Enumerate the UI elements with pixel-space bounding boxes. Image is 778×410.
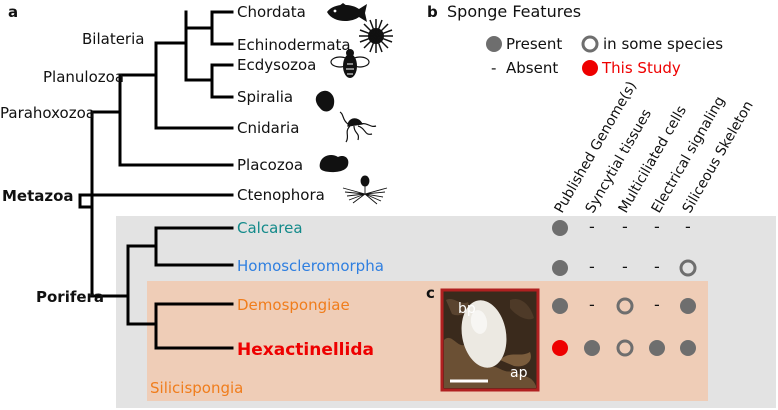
panel-b-label: b <box>427 3 438 21</box>
feature-cell-demospongiae-2-some <box>616 297 634 315</box>
taxon-demospongiae: Demospongiae <box>237 296 350 314</box>
taxon-cnidaria: Cnidaria <box>237 119 299 137</box>
legend-this-study-marker <box>582 60 598 76</box>
clade-silicispongia: Silicispongia <box>150 379 243 397</box>
feature-cell-calcarea-2-absent: - <box>622 217 628 236</box>
legend-present-label: Present <box>506 35 562 53</box>
taxon-spiralia: Spiralia <box>237 88 293 106</box>
panel-a-label: a <box>8 3 18 21</box>
feature-cell-calcarea-1-absent: - <box>589 217 595 236</box>
feature-cell-demospongiae-1-absent: - <box>589 295 595 314</box>
legend-some-species-marker <box>581 35 599 53</box>
taxon-placozoa: Placozoa <box>237 156 303 174</box>
feature-cell-calcarea-0-present <box>552 220 568 236</box>
legend-title: Sponge Features <box>447 2 581 21</box>
legend-absent-label: Absent <box>506 59 558 77</box>
taxon-calcarea: Calcarea <box>237 219 303 237</box>
feature-cell-homoscleromorpha-2-absent: - <box>622 257 628 276</box>
feature-cell-homoscleromorpha-1-absent: - <box>589 257 595 276</box>
legend: Sponge Features Present in some species … <box>447 2 723 77</box>
taxon-hexactinellida: Hexactinellida <box>237 340 374 360</box>
specimen-photo: bp ap <box>440 288 540 392</box>
fish-icon <box>327 3 367 22</box>
feature-cell-hexactinellida-1-present <box>584 340 600 356</box>
feature-cell-demospongiae-4-present <box>680 298 696 314</box>
feature-matrix: - - - - - - - - - <box>552 217 697 357</box>
phylogenetic-tree <box>78 10 234 350</box>
legend-this-study-label: This Study <box>601 59 681 77</box>
photo-label-bp: bp <box>458 301 476 317</box>
panel-c-label: c <box>426 284 435 302</box>
legend-some-species-label: in some species <box>603 35 723 53</box>
sea-urchin-icon <box>359 19 393 53</box>
comb-jelly-icon <box>342 175 388 205</box>
taxon-ctenophora: Ctenophora <box>237 186 325 204</box>
taxon-homoscleromorpha: Homoscleromorpha <box>237 257 384 275</box>
photo-label-ap: ap <box>510 365 528 381</box>
feature-cell-calcarea-3-absent: - <box>654 217 660 236</box>
clade-bilateria: Bilateria <box>82 30 144 48</box>
feature-cell-homoscleromorpha-0-present <box>552 260 568 276</box>
clade-planulozoa: Planulozoa <box>43 68 124 86</box>
placozoan-icon <box>319 155 349 173</box>
feature-cell-hexactinellida-2-some <box>616 339 634 357</box>
clade-parahoxozoa: Parahoxozoa <box>0 104 95 122</box>
feature-column-headers: Published Genome(s) Syncytial tissues Mu… <box>552 79 757 216</box>
legend-present-marker <box>486 36 502 52</box>
taxon-ecdysozoa: Ecdysozoa <box>237 56 316 74</box>
clade-porifera: Porifera <box>36 288 104 306</box>
feature-cell-demospongiae-3-absent: - <box>654 295 660 314</box>
feature-cell-demospongiae-0-present <box>552 298 568 314</box>
taxon-echinodermata: Echinodermata <box>237 36 351 54</box>
clade-metazoa: Metazoa <box>2 187 74 205</box>
silicispongia-box <box>147 281 708 401</box>
feature-cell-homoscleromorpha-3-absent: - <box>654 257 660 276</box>
snail-icon <box>315 90 335 112</box>
legend-absent-symbol: - <box>491 59 496 77</box>
taxon-chordata: Chordata <box>237 3 306 21</box>
jellyfish-icon <box>339 111 377 143</box>
feature-cell-hexactinellida-3-present <box>649 340 665 356</box>
feature-cell-calcarea-4-absent: - <box>685 217 691 236</box>
feature-cell-homoscleromorpha-4-some <box>679 259 697 277</box>
feature-cell-hexactinellida-4-present <box>680 340 696 356</box>
feature-cell-hexactinellida-0-this_study <box>552 340 568 356</box>
fly-icon <box>330 49 370 78</box>
